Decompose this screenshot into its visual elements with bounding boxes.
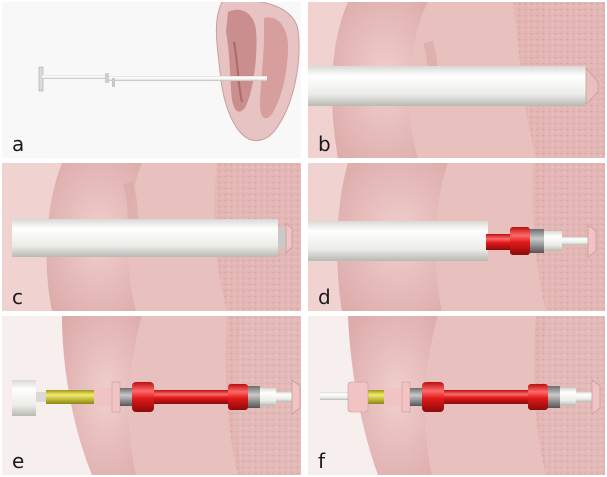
panel-a: a xyxy=(2,2,301,158)
panel-f: f xyxy=(308,316,605,475)
panel-b: b xyxy=(308,2,605,158)
panel-label: c xyxy=(12,287,23,307)
catheter-crossing-septum-illustration xyxy=(2,163,301,311)
panel-label: d xyxy=(318,287,331,307)
device-deployment-illustration xyxy=(308,163,605,311)
panel-label: e xyxy=(12,451,24,471)
panel-label: b xyxy=(318,134,331,154)
panel-label: f xyxy=(318,451,325,471)
device-released-illustration xyxy=(308,316,605,475)
device-expanded-illustration xyxy=(2,316,301,475)
heart-overview-illustration xyxy=(2,2,301,158)
panel-label: a xyxy=(12,134,24,154)
catheter-at-septum-illustration xyxy=(308,2,605,158)
panel-e: e xyxy=(2,316,301,475)
panel-d: d xyxy=(308,163,605,311)
panel-c: c xyxy=(2,163,301,311)
